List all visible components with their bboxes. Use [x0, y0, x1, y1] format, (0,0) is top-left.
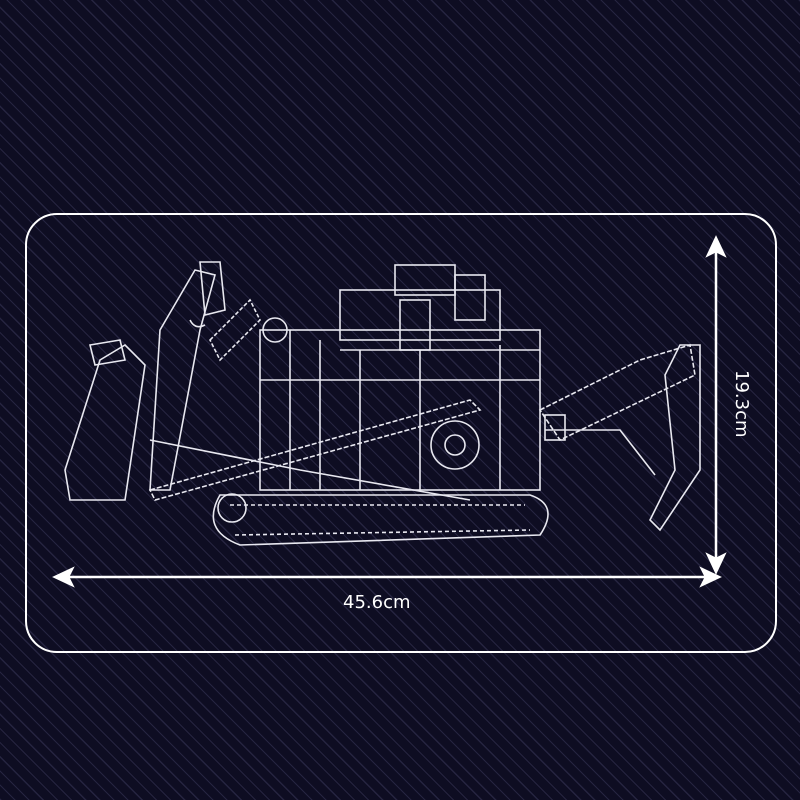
- dimension-arrows: [52, 235, 727, 588]
- ripper: [538, 343, 696, 442]
- arrow-up-icon: [705, 235, 727, 258]
- arrow-right-icon: [699, 566, 722, 588]
- body: [259, 329, 541, 491]
- bulldozer-wireframe: [64, 261, 701, 546]
- dimension-frame: [25, 213, 777, 653]
- arrow-down-icon: [705, 552, 727, 575]
- drive-sprocket: [430, 420, 480, 470]
- arrow-left-icon: [52, 566, 75, 588]
- blade: [64, 343, 146, 501]
- idler-wheel: [217, 493, 247, 523]
- width-label: 45.6cm: [343, 592, 411, 613]
- cab: [339, 289, 501, 341]
- height-label: 19.3cm: [731, 370, 752, 438]
- track: [212, 494, 549, 546]
- push-arm: [148, 399, 482, 501]
